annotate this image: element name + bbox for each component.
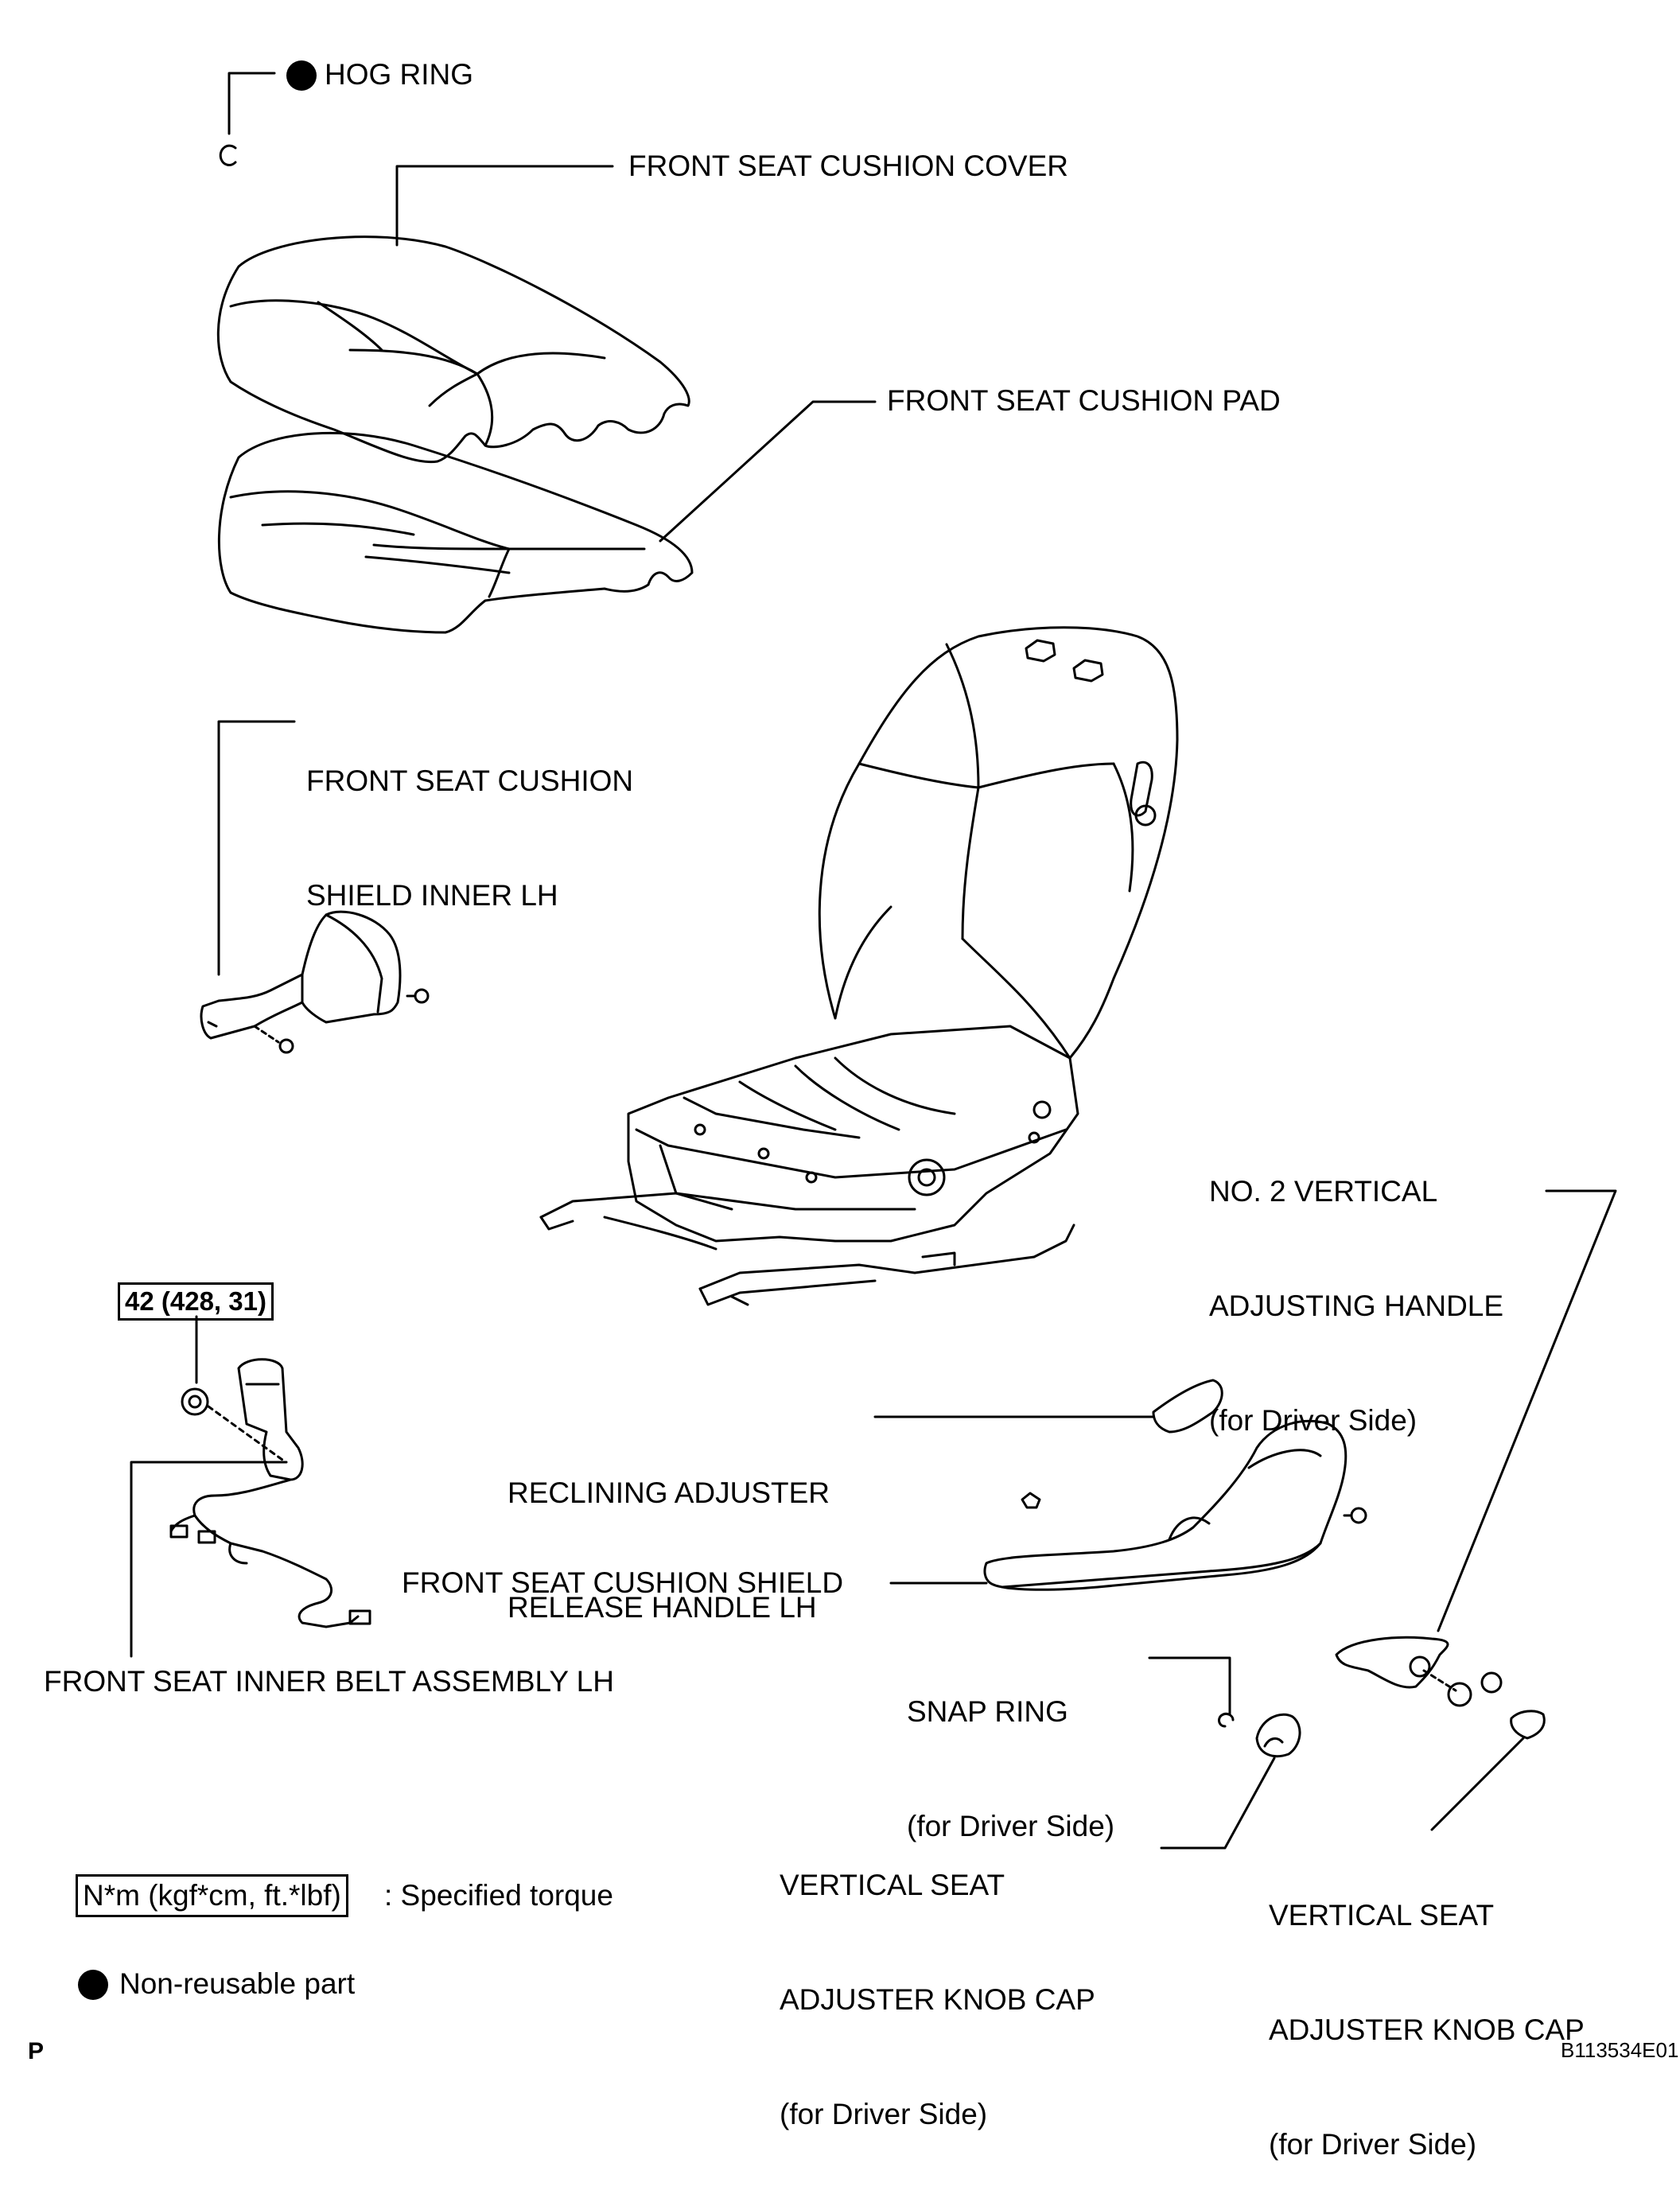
- knob-cap-b-leader: [1430, 1737, 1525, 1831]
- inner-belt-label: FRONT SEAT INNER BELT ASSEMBLY LH: [44, 1665, 614, 1698]
- cushion-pad-leader: [659, 400, 877, 543]
- knob-cap-b-label: VERTICAL SEAT ADJUSTER KNOB CAP (for Dri…: [1269, 1899, 1585, 2161]
- nonreusable-legend-dot-icon: [78, 1970, 108, 2000]
- hog-ring-label: HOG RING: [325, 58, 474, 91]
- cushion-cover-label: FRONT SEAT CUSHION COVER: [628, 150, 1069, 182]
- no2-handle-label: NO. 2 VERTICAL ADJUSTING HANDLE (for Dri…: [1209, 1175, 1504, 1437]
- snap-ring-drawing: [1218, 1712, 1235, 1728]
- reclining-handle-drawing: [1152, 1379, 1223, 1434]
- snap-ring-leader: [1148, 1656, 1231, 1716]
- nonreusable-legend-label: Non-reusable part: [119, 1967, 356, 2000]
- inner-belt-drawing: [169, 1358, 371, 1628]
- nonreusable-dot-icon: [286, 60, 317, 91]
- torque-legend-desc: : Specified torque: [384, 1879, 613, 1912]
- seat-assembly-drawing: [539, 626, 1179, 1306]
- cushion-cover-drawing: [216, 235, 690, 464]
- cushion-pad-drawing: [217, 431, 694, 634]
- shield-inner-drawing: [200, 910, 430, 1054]
- torque-unit-legend-box: N*m (kgf*cm, ft.*lbf): [76, 1874, 348, 1917]
- knob-cap-a-drawing: [1255, 1713, 1301, 1758]
- cushion-cover-leader: [395, 165, 614, 247]
- cushion-shield-drawing: [983, 1419, 1367, 1591]
- shield-inner-label: FRONT SEAT CUSHION SHIELD INNER LH: [306, 764, 634, 912]
- knob-cap-a-leader: [1160, 1757, 1276, 1850]
- torque-spec-box: 42 (428, 31): [118, 1282, 274, 1321]
- knob-cap-b-drawing: [1510, 1710, 1546, 1740]
- no2-handle-drawing: [1335, 1636, 1503, 1707]
- reclining-handle-label: RECLINING ADJUSTER RELEASE HANDLE LH: [508, 1476, 830, 1624]
- figure-id: B113534E01: [1561, 2038, 1679, 2062]
- cushion-pad-label: FRONT SEAT CUSHION PAD: [887, 384, 1281, 417]
- exploded-parts-diagram: [130, 72, 1617, 1850]
- snap-ring-label: SNAP RING (for Driver Side): [907, 1695, 1115, 1842]
- inner-belt-leader: [130, 1461, 288, 1658]
- shield-inner-leader: [217, 720, 296, 976]
- no2-handle-leader: [1437, 1189, 1617, 1632]
- cushion-shield-label: FRONT SEAT CUSHION SHIELD: [402, 1566, 844, 1599]
- knob-cap-a-label: VERTICAL SEAT ADJUSTER KNOB CAP (for Dri…: [780, 1869, 1095, 2130]
- corner-letter: P: [28, 2038, 45, 2064]
- hog-ring-leader: [219, 72, 276, 166]
